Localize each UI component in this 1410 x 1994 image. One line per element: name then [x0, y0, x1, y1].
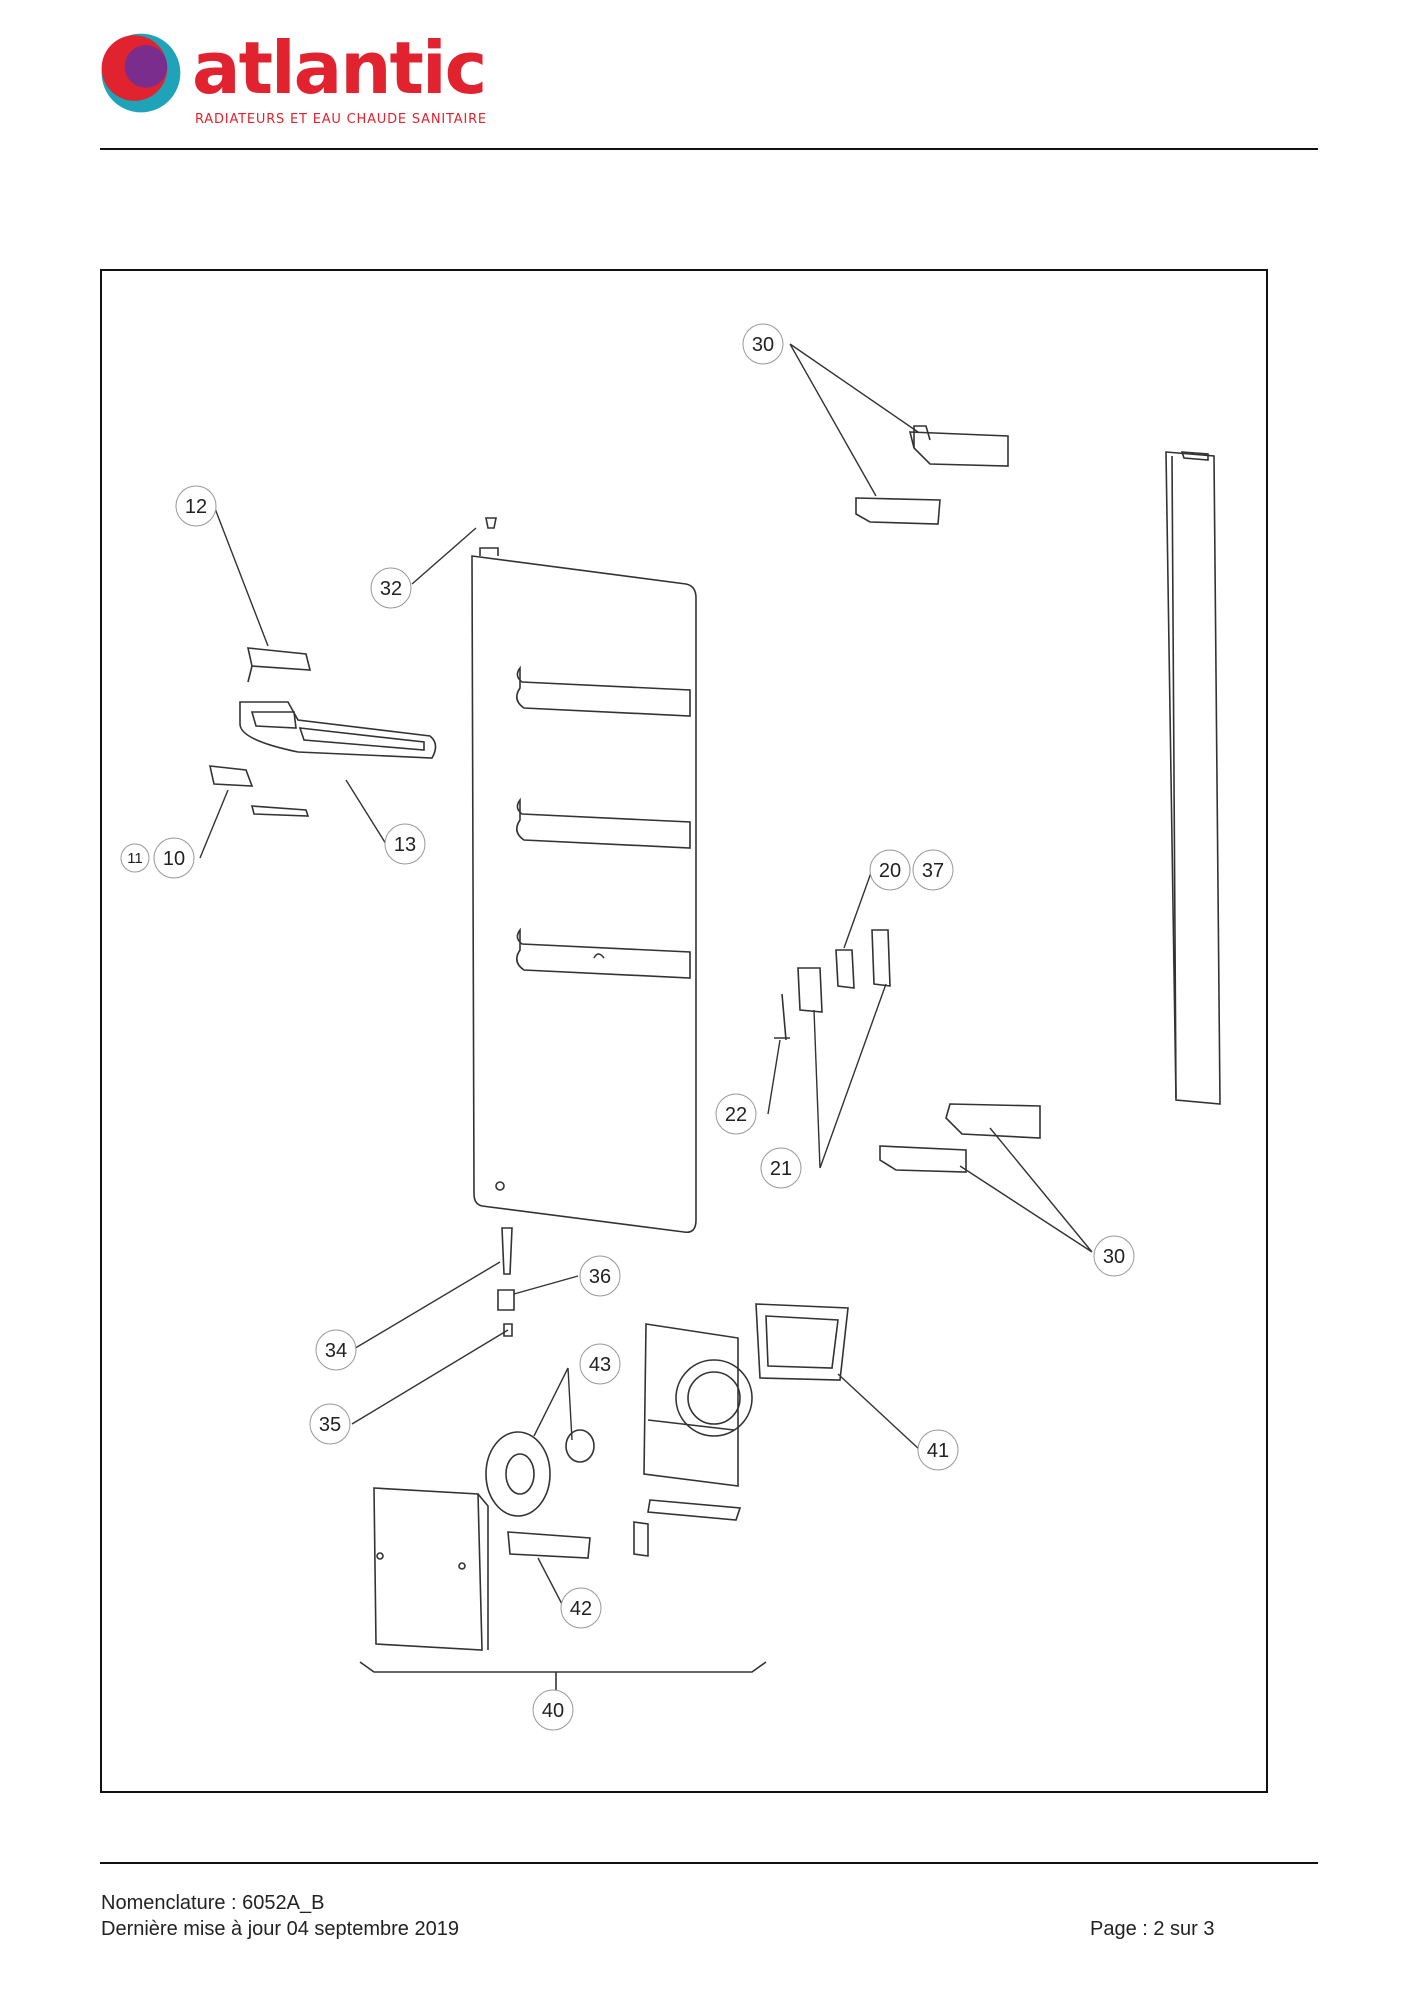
svg-text:34: 34 [325, 1340, 347, 1362]
part-42-board [507, 1531, 591, 1559]
svg-text:41: 41 [927, 1440, 949, 1462]
callout-13: 13 [384, 823, 426, 865]
part-43-fan-wheel [485, 1431, 551, 1517]
part-10-cover [208, 765, 254, 787]
callout-12: 12 [175, 485, 217, 527]
callout-10: 10 [153, 837, 195, 879]
svg-text:37: 37 [922, 860, 944, 882]
part-13-handle [239, 701, 437, 759]
svg-text:40: 40 [542, 1700, 564, 1722]
svg-text:35: 35 [319, 1414, 341, 1436]
fan-housing [643, 1323, 739, 1487]
exploded-diagram-frame [100, 269, 1268, 1793]
part-41-frame [755, 1303, 849, 1381]
callout-34: 34 [315, 1329, 357, 1371]
radiator-front-panel [471, 555, 697, 1234]
callout-11: 11 [120, 843, 150, 873]
part-36-clip [497, 1289, 515, 1311]
callout-37: 37 [912, 849, 954, 891]
brand-tagline: RADIATEURS ET EAU CHAUDE SANITAIRE [195, 112, 487, 127]
part-40-box [373, 1487, 483, 1651]
callout-21: 21 [760, 1147, 802, 1189]
svg-text:32: 32 [380, 578, 402, 600]
part-30-bracket-bottom [945, 1103, 1041, 1139]
callout-35: 35 [309, 1403, 351, 1445]
nomenclature-label: Nomenclature : 6052A_B [101, 1892, 325, 1914]
svg-text:20: 20 [879, 860, 901, 882]
part-20-thermostat [835, 949, 855, 989]
svg-text:42: 42 [570, 1598, 592, 1620]
side-rail [1165, 451, 1221, 1105]
atlantic-logo-icon [101, 33, 181, 113]
header-divider [100, 148, 1318, 150]
callout-40: 40 [532, 1689, 574, 1731]
callout-20: 20 [869, 849, 911, 891]
callout-32: 32 [370, 567, 412, 609]
part-12-bracket [246, 647, 312, 671]
svg-text:43: 43 [589, 1354, 611, 1376]
svg-text:36: 36 [589, 1266, 611, 1288]
callout-36: 36 [579, 1255, 621, 1297]
callout-43: 43 [579, 1343, 621, 1385]
callout-labels: 30 12 32 13 11 10 20 37 22 21 30 36 34 4… [120, 323, 1135, 1731]
svg-text:30: 30 [752, 334, 774, 356]
callout-30-top: 30 [742, 323, 784, 365]
callout-22: 22 [715, 1093, 757, 1135]
part-34-probe [501, 1227, 513, 1275]
part-32-screw [485, 517, 497, 529]
callout-42: 42 [560, 1587, 602, 1629]
svg-text:13: 13 [394, 834, 416, 856]
svg-text:30: 30 [1103, 1246, 1125, 1268]
svg-text:22: 22 [725, 1104, 747, 1126]
svg-text:12: 12 [185, 496, 207, 518]
callout-41: 41 [917, 1429, 959, 1471]
callout-30-bottom: 30 [1093, 1235, 1135, 1277]
footer-divider [100, 1862, 1318, 1864]
brand-name: atlantic [192, 26, 487, 110]
svg-text:11: 11 [127, 850, 143, 867]
last-update-label: Dernière mise à jour 04 septembre 2019 [101, 1918, 459, 1940]
svg-text:21: 21 [770, 1158, 792, 1180]
part-30-bracket-top [908, 431, 1009, 467]
svg-text:10: 10 [163, 848, 185, 870]
page-number: Page : 2 sur 3 [1090, 1918, 1215, 1940]
